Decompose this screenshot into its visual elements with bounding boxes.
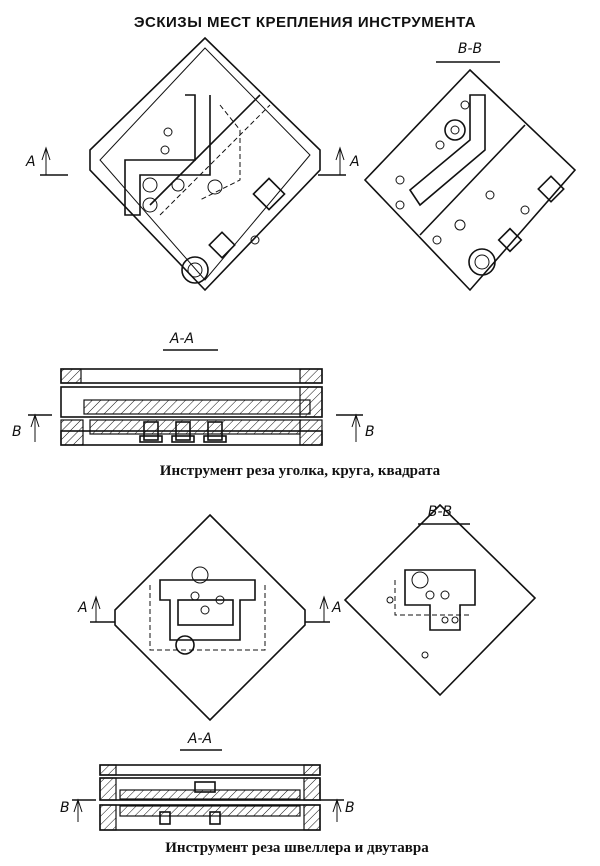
fig1-cut-b-left-label: В	[12, 424, 22, 440]
fig1-section-bb-view: В-В	[363, 41, 577, 292]
fig2-cut-a-left-label: А	[77, 600, 88, 616]
fig1-section-aa-label: А-А	[169, 331, 194, 347]
fig1-cut-b-right-label: В	[365, 424, 375, 440]
fig2-cut-b-right-label: В	[345, 800, 355, 816]
fig2-caption: Инструмент реза швеллера и двутавра	[165, 840, 429, 856]
fig1-cut-marks-a: А А	[25, 146, 360, 176]
fig2-section-bb-view: В-В	[343, 503, 537, 697]
fig1-cut-a-left-label: А	[25, 154, 36, 170]
page-title: ЭСКИЗЫ МЕСТ КРЕПЛЕНИЯ ИНСТРУМЕНТА	[134, 14, 476, 31]
fig1-section-aa-view: А-А	[60, 331, 323, 446]
fig2-cut-a-right-label: А	[331, 600, 342, 616]
fig1-section-bb-label: В-В	[458, 41, 482, 57]
fig2-cut-b-left-label: В	[60, 800, 70, 816]
fig2-section-aa-view: А-А	[99, 731, 321, 831]
fig1-bolts	[139, 421, 227, 443]
fig2-cut-marks-a: А А	[77, 595, 342, 623]
fig1-cut-marks-b: В В	[12, 413, 375, 442]
fig2-section-bb-label: В-В	[428, 504, 452, 520]
fig1-cut-a-right-label: А	[349, 154, 360, 170]
fig2-cut-marks-b: В В	[60, 798, 355, 822]
fig1-caption: Инструмент реза уголка, круга, квадрата	[160, 463, 441, 479]
fig2-section-aa-label: А-А	[187, 731, 212, 747]
fig1-plan-view	[89, 36, 321, 292]
fig2-plan-view	[114, 513, 306, 722]
